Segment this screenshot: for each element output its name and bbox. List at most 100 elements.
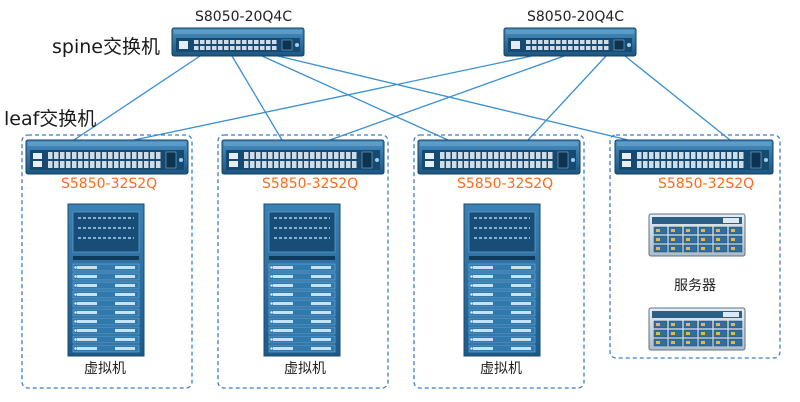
switch-port [452,152,457,159]
server-drive-led [716,332,720,335]
server-drive-led [656,323,660,326]
rack-server-unit [72,308,140,317]
rack-server-bay [77,293,97,296]
server-drive-led [671,247,675,250]
switch-port [132,152,137,159]
switch-port [244,161,249,168]
rack-server-led [74,311,77,314]
rack-server-led [74,293,77,296]
switch-port [482,161,487,168]
server-drive-led [716,341,720,344]
switch-port [643,152,648,159]
server-drive-led [671,229,675,232]
rack-server-bay [473,302,493,305]
server-drive-bay [653,329,668,338]
switch-port [322,152,327,159]
rack-server-unit [268,263,336,272]
switch-port [156,161,161,168]
rack-server-bay [473,275,493,278]
switch-port [548,161,553,168]
switch-port [586,46,591,50]
switch-port [322,161,327,168]
mgmt-port [179,43,188,49]
switch-port [66,152,71,159]
virtual-machine-caption: 虚拟机 [480,361,522,377]
switch-port [592,46,597,50]
rack-server-led [74,284,77,287]
rack-server-unit [268,290,336,299]
switch-port [150,152,155,159]
switch-port [84,152,89,159]
switch-port [526,46,531,50]
rack-server-bay [77,338,97,341]
switch-port [550,46,555,50]
rack-server-led [74,302,77,305]
status-led [375,158,379,162]
switch-port [715,152,720,159]
server-drive-led [701,247,705,250]
switch-top-highlight [617,142,771,146]
server-drive-bay [683,244,698,253]
switch-port [739,161,744,168]
switch-port [266,40,271,44]
leaf-switch [417,139,581,175]
rack-server-bay [273,320,293,323]
switch-port [272,40,277,44]
server-drive-led [656,341,660,344]
server-drive-led [701,238,705,241]
switch-port [48,161,53,168]
switch-port [637,152,642,159]
uplink-line [133,55,533,141]
rack-server-unit [72,326,140,335]
rack-server-bay [511,293,531,296]
server-drive-led [686,341,690,344]
server-drive-led [716,229,720,232]
leaf-switch-model: S5850-32S2Q [457,176,554,192]
rack-divider [73,256,139,260]
rack-divider [469,256,535,260]
switch-port [304,161,309,168]
rack-server-bay [311,284,331,287]
spine-switch-model: S8050-20Q4C [527,9,625,25]
rack-server-unit [468,317,536,326]
server-drive-led [731,238,735,241]
switch-port [144,152,149,159]
uplink-module [750,151,762,169]
status-led [764,158,768,162]
server-drive-bay [683,235,698,244]
leaf-switch [25,139,189,175]
server-top-bezel [652,311,742,318]
server-drive-bay [653,235,668,244]
switch-port [60,161,65,168]
server-drive-bay [683,338,698,347]
switch-port [733,161,738,168]
leaf-switch-model: S5850-32S2Q [658,176,755,192]
leaf-switch [221,139,385,175]
server-drive-bay [668,320,683,329]
switch-port [250,152,255,159]
switch-port [200,46,205,50]
server-drive-led [731,229,735,232]
switch-port [548,152,553,159]
server-drive-bay [698,329,713,338]
rack-server-unit [468,344,536,353]
switch-port [536,152,541,159]
switch-port [144,161,149,168]
switch-port [96,161,101,168]
switch-port [334,152,339,159]
leaf-switch [614,139,774,175]
switch-port [90,161,95,168]
server-drive-bay [713,235,728,244]
rack-server-bay [273,329,293,332]
switch-port [254,40,259,44]
switch-port [328,161,333,168]
switch-port [544,40,549,44]
switch-port [580,46,585,50]
switch-port [649,161,654,168]
switch-port [266,46,271,50]
server-drive-led [671,323,675,326]
switch-port [218,40,223,44]
switch-port [108,152,113,159]
switch-port [655,161,660,168]
switch-port [482,152,487,159]
